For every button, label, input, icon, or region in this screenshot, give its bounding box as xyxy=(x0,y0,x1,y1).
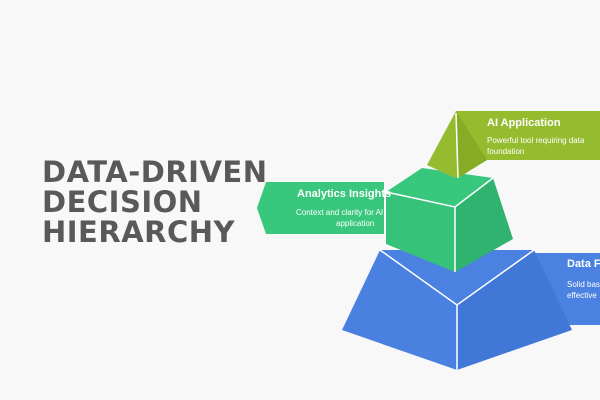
label-banner-top xyxy=(456,111,600,160)
tier-bottom-right-face xyxy=(457,250,572,370)
tier-bottom-left-face xyxy=(342,250,457,370)
label-middle-title: Analytics Insights xyxy=(297,188,392,200)
label-top-title: AI Application xyxy=(487,117,561,129)
label-middle-desc-2: application xyxy=(336,219,375,228)
tier-bottom-top-face xyxy=(380,250,534,305)
pyramid-tier-bottom xyxy=(342,249,600,370)
title-line-1: DATA-DRIVEN xyxy=(42,155,268,189)
pyramid-tier-middle xyxy=(257,168,513,272)
tier-middle-left-face xyxy=(386,192,455,272)
label-bottom-title: Data F xyxy=(567,258,600,270)
label-bottom-desc-2: effective xyxy=(567,291,597,300)
label-middle-desc-1: Context and clarity for AI xyxy=(296,208,384,217)
tier-top-edge-front xyxy=(455,112,459,179)
label-bottom-desc-1: Solid bas xyxy=(567,280,600,289)
pyramid-tier-top xyxy=(427,111,600,179)
title-line-3: HIERARCHY xyxy=(42,215,236,249)
tier-top-right-face xyxy=(456,111,487,178)
label-banner-middle xyxy=(257,182,384,234)
label-top-desc-2: foundation xyxy=(487,147,525,156)
label-top-desc-1: Powerful tool requiring data xyxy=(487,136,585,145)
tier-middle-right-face xyxy=(455,178,513,272)
title-line-2: DECISION xyxy=(42,185,203,219)
